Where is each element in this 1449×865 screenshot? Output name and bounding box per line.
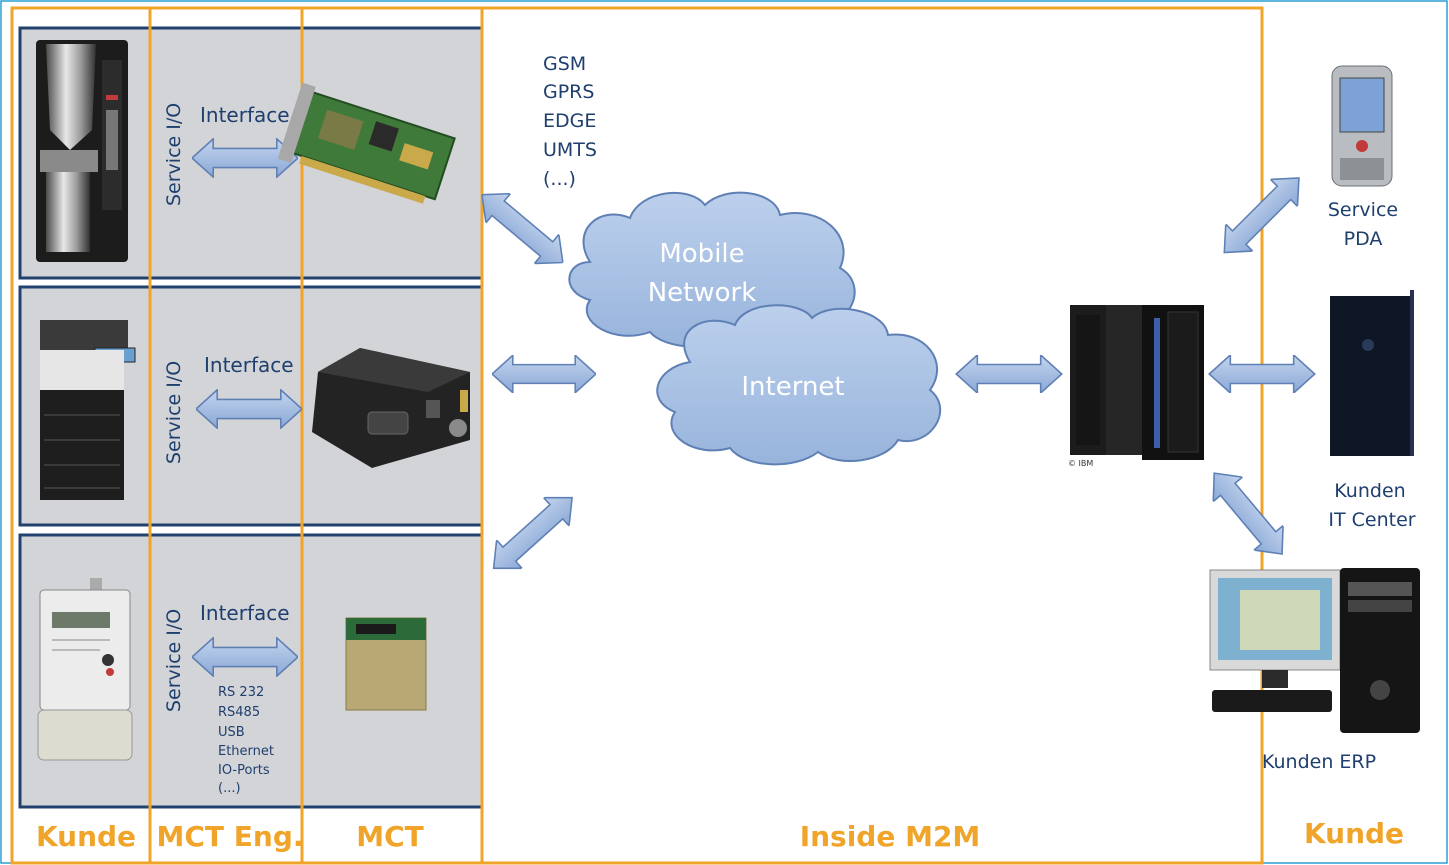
coffee-machine-icon bbox=[36, 40, 128, 262]
erp-label: Kunden ERP bbox=[1262, 751, 1376, 773]
radio-standard: (...) bbox=[543, 168, 576, 190]
row-3-port-list: RS 232 RS485 USB Ethernet IO-Ports (...) bbox=[218, 685, 274, 796]
row-3-service-io-label: Service I/O bbox=[163, 609, 185, 712]
port-item: RS485 bbox=[218, 705, 260, 720]
electricity-meter-icon bbox=[37, 578, 133, 761]
port-item: (...) bbox=[218, 781, 241, 796]
desktop-computer-icon bbox=[1209, 568, 1420, 733]
server-to-erp-arrow bbox=[1198, 460, 1298, 568]
ibm-credit: © IBM bbox=[1068, 459, 1093, 468]
inside-m2m-frame bbox=[10, 6, 1264, 865]
mainframe-server-icon: © IBM bbox=[1068, 305, 1204, 468]
port-item: USB bbox=[218, 725, 245, 740]
row-1-interface-label: Interface bbox=[200, 103, 290, 127]
radio-standard: GSM bbox=[543, 53, 586, 75]
radio-standard: GPRS bbox=[543, 81, 594, 103]
it-center-label-line-1: Kunden bbox=[1334, 480, 1405, 502]
embedded-module-icon bbox=[345, 617, 427, 711]
pda-label-line-1: Service bbox=[1328, 199, 1398, 221]
mobile-cloud-line-1: Mobile bbox=[659, 239, 744, 269]
column-label-inside-m2m: Inside M2M bbox=[800, 820, 981, 853]
radio-standards-list: GSM GPRS EDGE UMTS (...) bbox=[543, 53, 597, 190]
column-label-mct-eng: MCT Eng. bbox=[157, 820, 304, 853]
mct-to-internet-arrow bbox=[492, 355, 596, 393]
tower-server-icon bbox=[1330, 290, 1414, 456]
pci-card-icon bbox=[277, 82, 456, 204]
radio-standard: EDGE bbox=[543, 110, 596, 132]
row-3-interface-label: Interface bbox=[200, 601, 290, 625]
internet-cloud-label: Internet bbox=[741, 372, 844, 402]
port-item: Ethernet bbox=[218, 744, 274, 759]
internet-to-server-arrow bbox=[955, 355, 1063, 393]
it-center-label-line-2: IT Center bbox=[1328, 509, 1415, 531]
port-item: IO-Ports bbox=[218, 763, 270, 778]
column-label-kunde-left: Kunde bbox=[36, 820, 136, 853]
modem-box-icon bbox=[312, 348, 470, 468]
mct-to-network-arrow-lower bbox=[480, 482, 586, 584]
column-label-mct: MCT bbox=[356, 820, 424, 853]
row-2-service-io-label: Service I/O bbox=[163, 361, 185, 464]
radio-standard: UMTS bbox=[543, 139, 597, 161]
row-2-interface-label: Interface bbox=[204, 353, 294, 377]
row-1-service-io-label: Service I/O bbox=[163, 103, 185, 206]
handheld-pda-icon bbox=[1331, 65, 1393, 187]
pda-label-line-2: PDA bbox=[1344, 228, 1383, 250]
column-label-kunde-right: Kunde bbox=[1304, 817, 1404, 850]
copier-icon bbox=[40, 320, 136, 500]
internet-cloud: Internet bbox=[656, 304, 942, 466]
port-item: RS 232 bbox=[218, 685, 264, 700]
mobile-cloud-line-2: Network bbox=[648, 278, 757, 308]
mct-to-mobile-arrow bbox=[469, 180, 576, 278]
